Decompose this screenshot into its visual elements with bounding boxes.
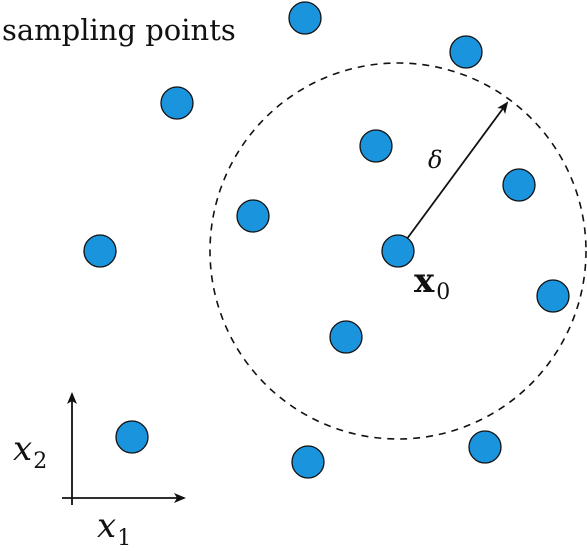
sampling-point — [291, 445, 325, 479]
sampling-point — [359, 129, 393, 163]
sampling-point — [468, 430, 502, 464]
sampling-point — [502, 168, 536, 202]
sampling-point — [288, 1, 322, 35]
sampling-point — [536, 279, 570, 313]
y-axis-label: x2 — [13, 429, 47, 474]
center-label: x0 — [414, 261, 450, 305]
sampling-point — [329, 320, 363, 354]
sampling-point — [236, 199, 270, 233]
x-axis-label: x1 — [97, 506, 131, 551]
neighborhood-circle — [209, 62, 587, 440]
sampling-point-x0 — [381, 234, 415, 268]
radius-label: δ — [428, 146, 442, 174]
sampling-points — [83, 1, 570, 479]
center-label-sub: 0 — [436, 280, 450, 305]
sampling-point — [160, 86, 194, 120]
radius-arrow — [397, 101, 509, 252]
center-label-main: x — [414, 261, 435, 301]
diagram-title: sampling points — [2, 13, 236, 47]
sampling-point — [115, 420, 149, 454]
sampling-point — [83, 234, 117, 268]
sampling-point — [449, 35, 483, 69]
